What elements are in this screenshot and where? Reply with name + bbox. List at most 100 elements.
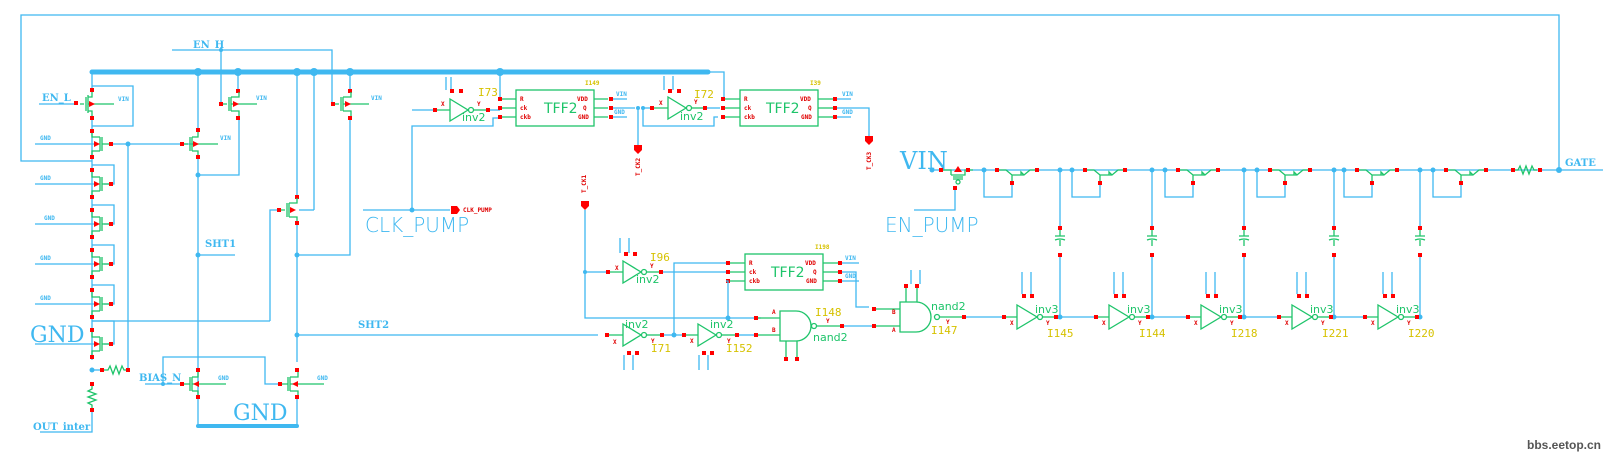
- pin-r-label: R: [744, 96, 748, 103]
- port-label: CLK_PUMP: [463, 207, 492, 214]
- pump-transistor[interactable]: [1162, 167, 1221, 198]
- pump-transistor[interactable]: [1069, 167, 1128, 198]
- instance-name: I218: [1231, 327, 1258, 340]
- nmos-stack-4[interactable]: GND: [35, 244, 115, 279]
- gnd-label: GND: [40, 255, 51, 262]
- pmos-en-pump[interactable]: EN_PUMP: [885, 166, 979, 237]
- pin-x-label: X: [690, 338, 694, 345]
- pmos-en-h-1[interactable]: VIN: [219, 72, 267, 120]
- inv-i73[interactable]: X Y I73 inv2: [433, 77, 498, 124]
- pump-capacitor[interactable]: [1238, 167, 1250, 320]
- resistor-gate[interactable]: [1511, 164, 1542, 176]
- pump-capacitor[interactable]: [1054, 167, 1066, 320]
- resistor-vertical[interactable]: [86, 382, 98, 412]
- net-label-gnd-left: GND: [30, 323, 84, 348]
- nmos-bias-right[interactable]: GND: [278, 368, 328, 399]
- cell-name: TFF2: [765, 101, 800, 117]
- pmos-mid[interactable]: [269, 72, 315, 321]
- pin-gnd-label: GND: [806, 278, 817, 285]
- watermark: bbs.eetop.cn: [1526, 438, 1601, 452]
- instance-name: I144: [1139, 327, 1166, 340]
- pin-a-label: A: [892, 327, 896, 334]
- pump-capacitor[interactable]: [1328, 167, 1340, 320]
- pump-transistor[interactable]: [1430, 167, 1489, 198]
- tff-i39[interactable]: R ck ckb VDD Q GND TFF2 I39 VIN GND: [707, 71, 870, 136]
- clk-pump-net: CLK_PUMP: [363, 109, 498, 237]
- inv-i71[interactable]: X Y I71 inv2: [605, 318, 671, 370]
- nmos-stack-3[interactable]: GND: [35, 204, 115, 239]
- net-label-en-h: EN_H: [193, 40, 224, 51]
- nand-i147[interactable]: B A Y I147 nand2: [872, 270, 966, 337]
- pin-y-label: Y: [1230, 320, 1234, 327]
- pin-x-label: X: [1010, 320, 1014, 327]
- nmos-stack-1[interactable]: GND: [35, 129, 113, 159]
- nmos-bias-left[interactable]: GND: [180, 368, 229, 399]
- nmos-stack-2[interactable]: GND: [35, 164, 115, 199]
- cell-name: TFF2: [770, 265, 805, 281]
- port-clk-pump[interactable]: CLK_PUMP: [451, 206, 492, 214]
- charge-pump: VIN EN_PUMP GATE: [885, 147, 1603, 320]
- inv-i72[interactable]: X Y I72 inv2: [650, 76, 714, 123]
- inv-i152[interactable]: X Y I152 inv2: [682, 318, 753, 370]
- instance-name: I148: [815, 306, 842, 319]
- feedback-wire: [20, 14, 1560, 170]
- pmos-en-h-2[interactable]: VIN: [331, 72, 382, 120]
- pin-b-label: B: [892, 309, 896, 316]
- pump-transistor[interactable]: [981, 167, 1040, 198]
- pin-vdd-label: VDD: [800, 96, 811, 103]
- instance-name: I152: [726, 342, 753, 355]
- pmos-en-l[interactable]: EN_L VIN: [39, 88, 129, 120]
- pin-y-label: Y: [650, 263, 654, 270]
- net-label-sht2: SHT2: [358, 320, 389, 331]
- cell-name: inv2: [636, 273, 660, 286]
- cell-name: TFF2: [543, 101, 578, 117]
- cell-name: nand2: [813, 331, 848, 344]
- nmos-stack-6[interactable]: GND: [30, 323, 113, 359]
- inv-i96[interactable]: X Y I96 inv2: [606, 238, 670, 286]
- pin-ckb-label: ckb: [744, 114, 755, 121]
- tff-i149[interactable]: R ck ckb VDD Q GND TFF2 I149 VIN GND: [490, 72, 635, 127]
- vin-label: VIN: [220, 135, 231, 142]
- cell-name: nand2: [931, 300, 966, 313]
- pin-y-label: Y: [1138, 320, 1142, 327]
- pin-y-label: Y: [1407, 320, 1411, 327]
- pin-ck-label: ck: [749, 269, 757, 276]
- pmos-vin-1[interactable]: VIN: [180, 72, 231, 159]
- gnd-label: GND: [40, 175, 51, 182]
- pump-transistor[interactable]: [1254, 167, 1313, 198]
- port-t-ck1[interactable]: T_CK1: [581, 175, 589, 210]
- pin-x-label: X: [1371, 320, 1375, 327]
- pin-ckb-label: ckb: [749, 278, 760, 285]
- top-bus[interactable]: [89, 68, 711, 76]
- tff-i198[interactable]: R ck ckb VDD Q GND TFF2 I198 VIN GND: [673, 244, 869, 335]
- cell-name: inv2: [680, 110, 704, 123]
- resistor-horizontal[interactable]: [100, 364, 130, 376]
- pin-x-label: X: [1285, 320, 1289, 327]
- gnd-label: GND: [614, 109, 625, 116]
- pump-transistor[interactable]: [1341, 167, 1400, 198]
- pin-gnd-label: GND: [578, 114, 589, 121]
- net-en-h: EN_H: [172, 40, 333, 104]
- pump-capacitor[interactable]: [1414, 167, 1426, 320]
- gnd-label: GND: [317, 375, 328, 382]
- port-label: T_CK2: [635, 158, 642, 176]
- pin-r-label: R: [749, 260, 753, 267]
- port-t-ck3[interactable]: T_CK3: [865, 136, 873, 170]
- pin-q-label: Q: [813, 269, 817, 276]
- net-label-clk-pump: CLK_PUMP: [365, 213, 469, 237]
- gnd-label: GND: [40, 135, 51, 142]
- pin-x-label: X: [659, 100, 663, 107]
- nand-i148[interactable]: A B Y I148 nand2: [754, 306, 848, 361]
- net-label-en-l: EN_L: [42, 93, 71, 104]
- gnd-label: GND: [40, 295, 51, 302]
- nmos-stack-5[interactable]: GND: [35, 284, 115, 319]
- pump-capacitor[interactable]: [1146, 167, 1158, 320]
- pin-b-label: B: [772, 327, 776, 334]
